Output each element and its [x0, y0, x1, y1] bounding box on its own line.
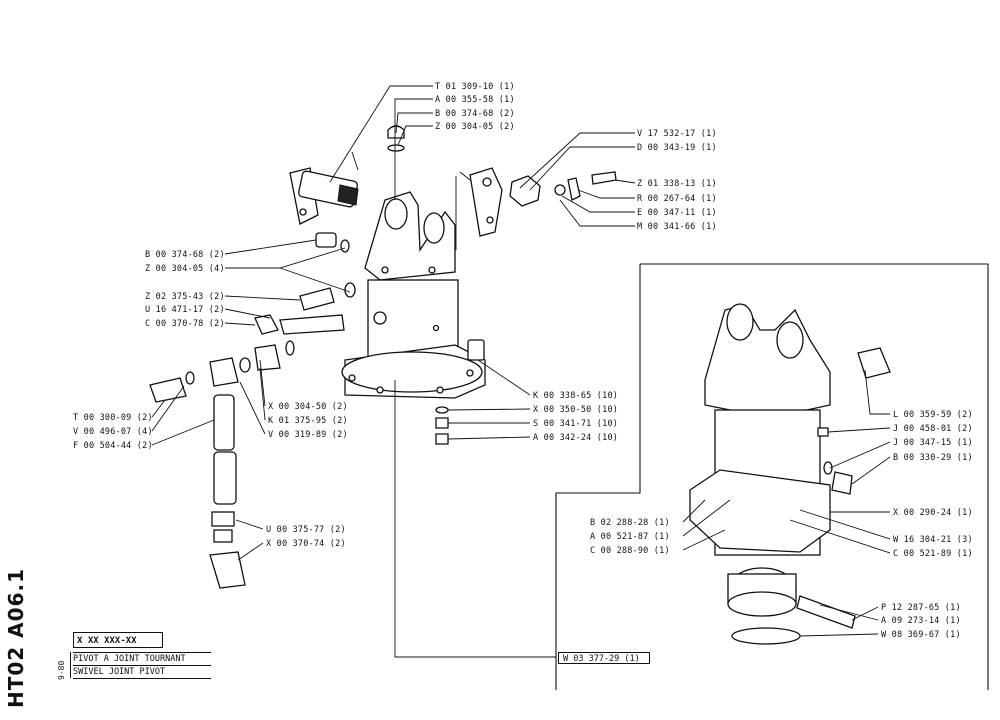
part-label: K 00 338-65 (10)	[533, 391, 618, 401]
part-label: K 01 375-95 (2)	[268, 416, 348, 426]
part-label: V 00 496-07 (4)	[73, 427, 153, 437]
part-label: B 02 288-28 (1)	[590, 518, 670, 528]
pivot-pin-assembly	[289, 125, 405, 225]
part-label: V 00 319-89 (2)	[268, 430, 348, 440]
title-french: PIVOT A JOINT TOURNANT	[73, 654, 186, 664]
drawing-date-text: 9-80	[57, 660, 66, 680]
part-label: A 00 355-58 (1)	[435, 95, 515, 105]
part-label: V 17 532-17 (1)	[637, 129, 717, 139]
part-label: Z 01 338-13 (1)	[637, 179, 717, 189]
part-label: C 00 288-90 (1)	[590, 546, 670, 556]
title-rule	[73, 652, 211, 653]
part-label: R 00 267-64 (1)	[637, 194, 717, 204]
assembly-reference: W 03 377-29 (1)	[558, 652, 650, 664]
part-label: C 00 521-89 (1)	[893, 549, 973, 559]
part-label: M 00 341-66 (1)	[637, 222, 717, 232]
bracket-assembly	[455, 167, 617, 250]
part-label: T 01 309-10 (1)	[435, 82, 515, 92]
part-label: X 00 350-50 (10)	[533, 405, 618, 415]
title-english: SWIVEL JOINT PIVOT	[73, 667, 166, 677]
part-label: W 16 304-21 (3)	[893, 535, 973, 545]
part-labels: T 01 309-10 (1) A 00 355-58 (1) B 00 374…	[73, 82, 973, 640]
drawing-date: 9-80	[57, 640, 67, 680]
part-label: B 00 374-68 (2)	[145, 250, 225, 260]
part-label: D 00 343-19 (1)	[637, 143, 717, 153]
part-label: F 00 504-44 (2)	[73, 441, 153, 451]
flange-bolts	[435, 339, 485, 445]
part-label: J 00 458-01 (2)	[893, 424, 973, 434]
part-label: B 00 330-29 (1)	[893, 453, 973, 463]
part-label: A 00 521-87 (1)	[590, 532, 670, 542]
leader-lines	[151, 85, 891, 658]
title-divider	[70, 652, 71, 678]
part-label: Z 00 304-05 (4)	[145, 264, 225, 274]
part-label: L 00 359-59 (2)	[893, 410, 973, 420]
detail-frame	[640, 263, 989, 690]
reference-box: X XX XXX-XX	[73, 632, 163, 648]
part-label: J 00 347-15 (1)	[893, 438, 973, 448]
part-label: P 12 287-65 (1)	[881, 603, 961, 613]
part-label: S 00 341-71 (10)	[533, 419, 618, 429]
part-label: E 00 347-11 (1)	[637, 208, 717, 218]
drawing-code: HT02 A06.1	[4, 568, 28, 708]
pivot-housing	[341, 191, 486, 399]
hose-fittings	[149, 232, 356, 589]
part-label: W 08 369-67 (1)	[881, 630, 961, 640]
part-label: X 00 370-74 (2)	[266, 539, 346, 549]
part-label: Z 02 375-43 (2)	[145, 292, 225, 302]
title-rule	[73, 678, 211, 679]
part-label: Z 00 304-05 (2)	[435, 122, 515, 132]
part-label: B 00 374-68 (2)	[435, 109, 515, 119]
part-label: A 00 342-24 (10)	[533, 433, 618, 443]
part-label: T 00 300-09 (2)	[73, 413, 153, 423]
part-label: X 00 290-24 (1)	[893, 508, 973, 518]
part-label: A 09 273-14 (1)	[881, 616, 961, 626]
title-block: X XX XXX-XX PIVOT A JOINT TOURNANT SWIVE…	[70, 632, 211, 679]
detail-frame-left	[555, 264, 641, 690]
part-label: X 00 304-50 (2)	[268, 402, 348, 412]
part-label: U 16 471-17 (2)	[145, 305, 225, 315]
drawing-code-text: HT02 A06.1	[4, 568, 28, 708]
swivel-joint-detail	[689, 303, 891, 645]
part-label: U 00 375-77 (2)	[266, 525, 346, 535]
part-label: C 00 370-78 (2)	[145, 319, 225, 329]
title-rule	[73, 665, 211, 666]
